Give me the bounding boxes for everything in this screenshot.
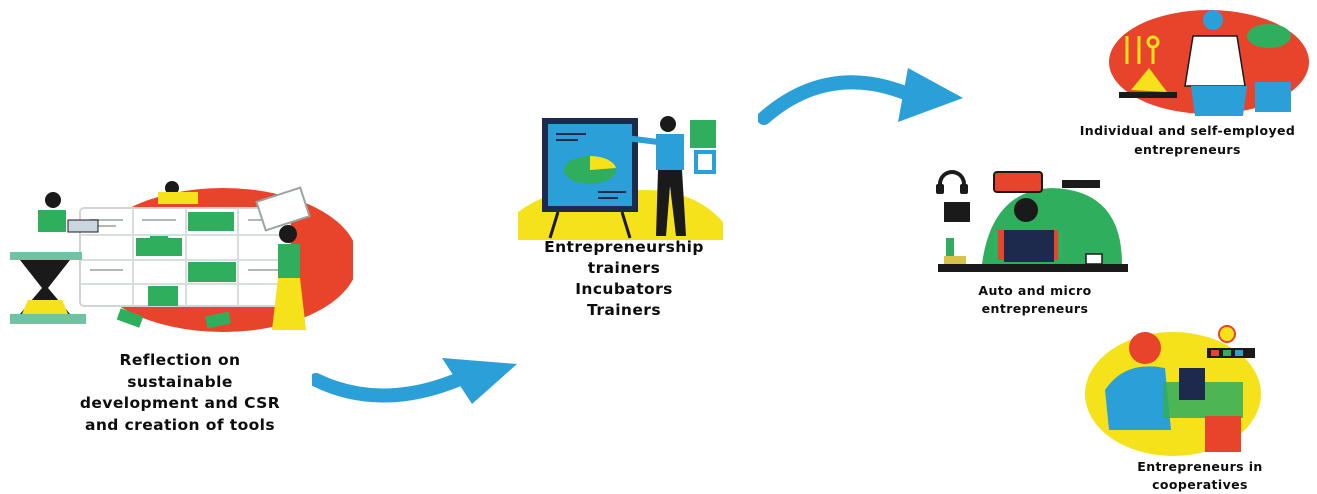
- caption-line: Entrepreneurship: [544, 238, 704, 256]
- arrow-right-icon: [758, 68, 963, 125]
- caption-line: Auto and micro: [978, 283, 1092, 298]
- outcome-2-caption: Auto and micro entrepreneurs: [940, 282, 1130, 318]
- caption-line: Reflection on: [119, 351, 241, 369]
- stage-1-caption: Reflection on sustainable development an…: [70, 350, 290, 436]
- designer-illustration: [1085, 325, 1261, 456]
- caption-line: Entrepreneurs in: [1137, 459, 1263, 474]
- caption-line: cooperatives: [1152, 477, 1248, 492]
- stage-2-caption: Entrepreneurship trainers Incubators Tra…: [518, 237, 730, 321]
- arrow-right-icon: [312, 358, 517, 404]
- planning-team-illustration: [10, 181, 353, 332]
- caption-line: Trainers: [587, 301, 661, 319]
- presentation-trainer-illustration: [518, 116, 723, 240]
- caption-line: Incubators: [575, 280, 673, 298]
- caption-line: entrepreneurs: [1134, 141, 1241, 157]
- outcome-1-caption: Individual and self-employed entrepreneu…: [1060, 122, 1315, 159]
- desk-worker-illustration: [936, 170, 1128, 272]
- caption-line: Individual and self-employed: [1079, 123, 1296, 138]
- caption-line: development and CSR: [79, 394, 281, 412]
- caption-line: and creation of tools: [84, 415, 276, 434]
- caption-line: sustainable: [127, 372, 233, 391]
- outcome-3-caption: Entrepreneurs in cooperatives: [1090, 458, 1310, 494]
- waitress-illustration: [1109, 10, 1309, 116]
- caption-line: trainers: [587, 259, 661, 277]
- caption-line: entrepreneurs: [981, 301, 1089, 316]
